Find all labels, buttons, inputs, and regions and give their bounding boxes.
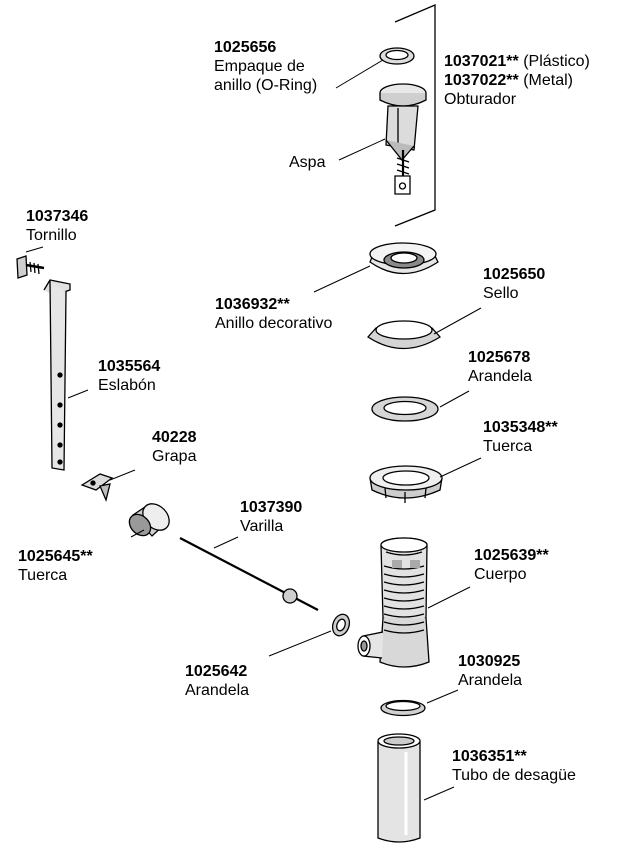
label-tailpiece: 1036351** Tubo de desagüe [452,747,576,785]
screw-part [16,255,45,279]
washer-bottom-number: 1030925 [458,653,521,670]
label-aspa: Aspa [289,153,325,172]
oring-number: 1025656 [214,39,277,56]
nut-side-name: Tuerca [18,567,68,584]
nut-side-part [128,503,170,537]
seal-number: 1025650 [483,266,546,283]
tailpiece-part [377,733,421,843]
label-washer-bottom: 1030925 Arandela [458,652,522,690]
washer-side-number: 1025642 [185,663,248,680]
flange-number: 1036932** [215,296,290,313]
washer-side-name: Arandela [185,682,250,699]
washer1-name: Arandela [468,368,533,385]
body-number: 1025639** [474,547,549,564]
washer-side-part [331,613,351,637]
flange-name: Anillo decorativo [215,315,333,332]
washer-bottom-part [380,699,426,717]
nut-top-number: 1035348** [483,419,558,436]
tailpiece-name: Tubo de desagüe [452,767,576,784]
stopper-plastic-number: 1037021** [444,53,519,70]
stopper-plastic-row: 1037021** (Plástico) [444,52,590,71]
rod-number: 1037390 [240,499,303,516]
screw-name: Tornillo [26,227,77,244]
aspa-name: Aspa [289,154,326,171]
clip-number: 40228 [152,429,197,446]
oring-name-line1: Empaque de [214,58,305,75]
clip-part [80,473,114,503]
nut-top-part [369,465,443,503]
label-washer-side: 1025642 Arandela [185,662,249,700]
oring-name-line2: anillo (O-Ring) [214,77,318,94]
oring-part [379,47,415,65]
body-name: Cuerpo [474,566,527,583]
stopper-metal-row: 1037022** (Metal) [444,71,590,90]
drain-body-part [357,537,430,668]
tailpiece-number: 1036351** [452,748,527,765]
flange-part [369,242,439,275]
link-name: Eslabón [98,377,156,394]
nut-top-name: Tuerca [483,438,533,455]
label-body: 1025639** Cuerpo [474,546,549,584]
seal-part [367,320,441,350]
label-stopper: 1037021** (Plástico) 1037022** (Metal) O… [444,52,590,109]
stopper-part [379,83,427,195]
label-screw: 1037346 Tornillo [26,207,88,245]
stopper-plastic-note: (Plástico) [523,53,590,70]
washer1-number: 1025678 [468,349,531,366]
nut-side-number: 1025645** [18,548,93,565]
stopper-bracket [394,4,436,227]
stopper-metal-number: 1037022** [444,72,519,89]
rod-part [179,537,319,611]
seal-name: Sello [483,285,519,302]
label-clip: 40228 Grapa [152,428,197,466]
leader-lines [25,59,482,801]
label-washer1: 1025678 Arandela [468,348,532,386]
label-flange: 1036932** Anillo decorativo [215,295,332,333]
link-strap-part [43,279,71,471]
label-rod: 1037390 Varilla [240,498,302,536]
stopper-name: Obturador [444,91,517,108]
label-seal: 1025650 Sello [483,265,545,303]
label-link: 1035564 Eslabón [98,357,160,395]
stopper-metal-note: (Metal) [523,72,573,89]
link-number: 1035564 [98,358,161,375]
label-nut-side: 1025645** Tuerca [18,547,93,585]
washer-bottom-name: Arandela [458,672,523,689]
label-oring: 1025656 Empaque de anillo (O-Ring) [214,38,317,95]
clip-name: Grapa [152,448,197,465]
screw-number: 1037346 [26,208,89,225]
rod-name: Varilla [240,518,284,535]
label-nut-top: 1035348** Tuerca [483,418,558,456]
washer1-part [371,396,439,422]
